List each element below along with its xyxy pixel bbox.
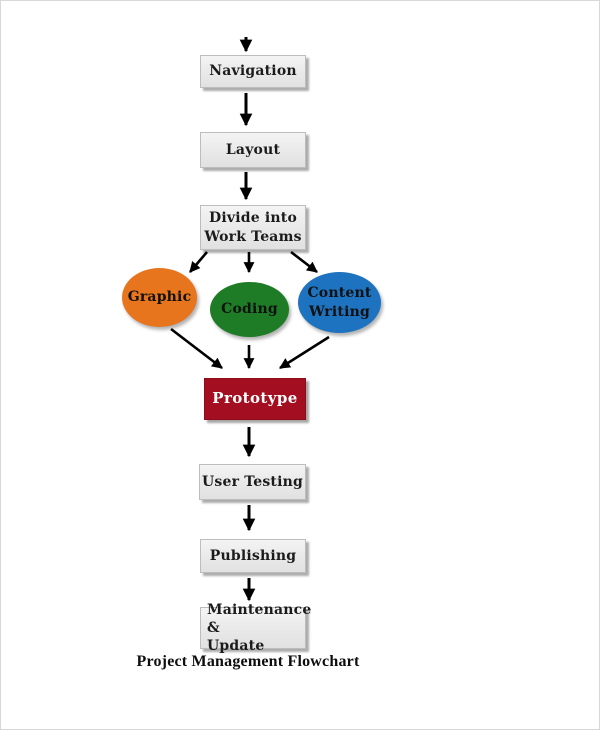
node-navigation-label: Navigation xyxy=(209,63,297,80)
node-content-writing: Content Writing xyxy=(298,272,381,333)
node-navigation: Navigation xyxy=(200,55,306,88)
arrow-divide-to-content-writing xyxy=(290,250,318,274)
node-divide-into-work-teams: Divide into Work Teams xyxy=(200,205,306,250)
node-coding-label: Coding xyxy=(221,301,278,318)
node-user-testing: User Testing xyxy=(199,464,306,500)
node-divide-label: Divide into Work Teams xyxy=(204,210,302,245)
node-maintenance-update: Maintenance & Update xyxy=(200,602,311,654)
node-graphic: Graphic xyxy=(122,268,197,327)
node-coding: Coding xyxy=(210,282,289,337)
arrow-divide-to-graphic xyxy=(189,251,208,273)
node-layout: Layout xyxy=(200,132,306,168)
node-user-testing-label: User Testing xyxy=(201,473,303,490)
node-prototype: Prototype xyxy=(204,378,306,420)
node-publishing-label: Publishing xyxy=(209,547,297,564)
diagram-caption: Project Management Flowchart xyxy=(136,653,360,670)
arrow-graphic-to-prototype xyxy=(170,327,223,370)
node-layout-label: Layout xyxy=(225,141,281,158)
node-content-writing-label: Content Writing xyxy=(307,285,372,320)
arrow-content-writing-to-prototype xyxy=(279,335,330,370)
node-maintenance-label: Maintenance & Update xyxy=(207,601,312,655)
node-graphic-label: Graphic xyxy=(127,289,192,306)
node-prototype-label: Prototype xyxy=(212,389,298,408)
node-publishing: Publishing xyxy=(200,539,306,573)
